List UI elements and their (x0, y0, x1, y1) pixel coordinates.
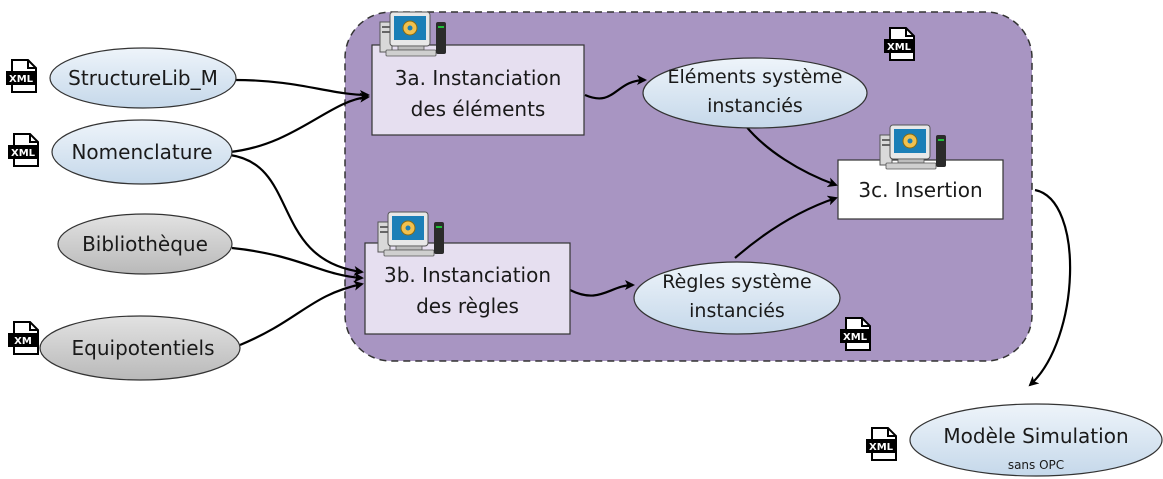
edge-structurelib-to-3a (234, 78, 370, 100)
svg-text:XM: XM (14, 336, 32, 347)
ellipse-nomenclature (51, 119, 233, 185)
label-equipotentiels: Equipotentiels (71, 335, 215, 360)
label-3c: 3c. Insertion (858, 177, 983, 202)
edge-equipotentiels-to-3b (239, 280, 364, 347)
label-3b-line1: 3b. Instanciation (383, 262, 552, 287)
label-3a-line1: 3a. Instanciation (394, 65, 562, 90)
label-3b-line2: des règles (416, 293, 519, 318)
edge-nomenclature-to-3a (229, 92, 370, 154)
label-elements-line1: Eléments système (667, 66, 843, 89)
svg-text:XML: XML (9, 74, 34, 85)
xml-file-icon-regles: XML (839, 317, 871, 351)
label-modele-line2: sans OPC (1007, 457, 1065, 472)
edge-3a-to-elements (584, 75, 647, 100)
edge-regles-to-3c (734, 195, 838, 259)
xml-file-icon-elements: XML (883, 27, 915, 61)
ellipse-equipotentiels (39, 315, 241, 381)
ellipse-elements-instancies (642, 57, 868, 129)
label-structurelib: StructureLib_M (68, 65, 218, 90)
process-box-3a (371, 44, 585, 136)
xml-file-icon-nomenclature: XML (7, 133, 39, 167)
ellipse-bibliotheque (57, 213, 233, 275)
xml-file-icon-structurelib: XML (5, 59, 37, 93)
edge-elements-to-3c (744, 124, 838, 187)
svg-text:XML: XML (887, 42, 912, 53)
edge-3c-to-modele (1028, 188, 1072, 387)
label-regles-line1: Règles système (662, 271, 812, 294)
process-box-3b (364, 242, 571, 335)
ellipse-regles-instancies (633, 261, 841, 335)
label-elements-line2: instanciés (707, 95, 803, 118)
ellipse-modele-simulation (909, 403, 1163, 477)
label-regles-line2: instanciés (689, 300, 785, 323)
svg-text:XML: XML (843, 332, 868, 343)
edge-3b-to-regles (569, 280, 635, 297)
label-modele-line1: Modèle Simulation (943, 423, 1129, 448)
xml-file-icon-modele: XML (865, 427, 897, 461)
label-3a-line2: des éléments (410, 96, 546, 121)
ellipse-structurelib (49, 47, 237, 109)
label-nomenclature: Nomenclature (71, 139, 213, 164)
label-bibliotheque: Bibliothèque (82, 231, 208, 256)
xml-file-icon-equipotentiels: XM (7, 321, 39, 355)
edge-nomenclature-to-3b (229, 153, 364, 276)
svg-text:XML: XML (869, 442, 894, 453)
edge-bibliotheque-to-3b (231, 246, 364, 283)
svg-text:XML: XML (11, 148, 36, 159)
